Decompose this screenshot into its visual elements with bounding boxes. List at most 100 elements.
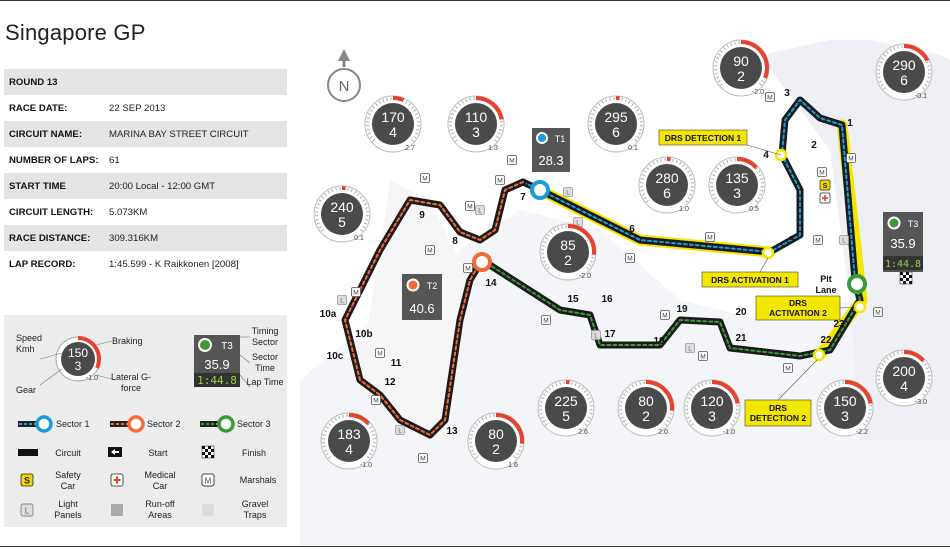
svg-text:S: S	[822, 181, 827, 190]
gauge-gear: 2	[564, 252, 572, 268]
light-panel: L	[337, 295, 347, 305]
finish-flag-map-icon	[899, 271, 913, 285]
svg-text:L: L	[566, 190, 570, 197]
timing-sector-time: 35.9	[204, 357, 229, 372]
svg-text:L: L	[594, 333, 598, 340]
svg-text:M: M	[819, 170, 824, 177]
info-value: 20:00 Local - 12:00 GMT	[109, 180, 216, 192]
svg-text:M: M	[627, 256, 632, 263]
braking-arc	[903, 350, 925, 363]
gauge-dial	[372, 103, 414, 145]
turn-17: 17	[604, 329, 616, 340]
gauge-dial	[625, 387, 667, 429]
marshal-post: M	[507, 155, 517, 165]
gauge-speed: 85	[560, 237, 576, 253]
drs-activation1-label: DRS ACTIVATION 1	[701, 271, 799, 288]
marshal-post: M	[817, 167, 827, 177]
finish-flag-icon	[201, 445, 215, 459]
north-label: N	[339, 78, 350, 95]
info-label: RACE DISTANCE:	[9, 232, 91, 244]
svg-text:M: M	[420, 456, 425, 463]
svg-text:T3: T3	[908, 219, 919, 229]
svg-text:M: M	[467, 204, 472, 211]
svg-text:M: M	[427, 248, 432, 255]
braking-label: Braking	[112, 336, 143, 346]
braking-arc	[392, 95, 405, 103]
gauge-speed: 80	[488, 426, 504, 442]
braking-arc	[495, 412, 525, 444]
gauge-speed: 150	[833, 393, 857, 409]
sector2-key	[110, 415, 145, 433]
lap-record-row: LAP RECORD: 1:45.599 - K Raikkonen [2008…	[4, 251, 287, 277]
marshal-post: M	[495, 175, 505, 185]
drs-activation1-point	[761, 246, 775, 260]
sector2-marker	[472, 252, 492, 272]
light-panel-icon: L	[20, 503, 34, 517]
light-panels-label: Light Panels	[54, 499, 82, 520]
gforce-label: Lateral G-force	[110, 372, 152, 393]
gauge-dial	[321, 193, 363, 235]
braking-arc	[844, 380, 873, 404]
light-panel: L	[475, 205, 485, 215]
gauge-gear: 4	[900, 378, 908, 394]
svg-text:M: M	[785, 366, 790, 373]
gauge-gforce: 0.1	[628, 145, 638, 152]
light-panel: L	[563, 187, 573, 197]
svg-text:M: M	[662, 313, 667, 320]
drs-activation2-label: DRS ACTIVATION 2	[755, 295, 841, 321]
light-panel: L	[685, 343, 695, 353]
braking-arc	[77, 335, 101, 369]
gauge-dial	[595, 103, 637, 145]
gauge-gear: 6	[612, 124, 620, 140]
gauge-speed: 290	[892, 57, 916, 73]
svg-text:M: M	[205, 477, 212, 486]
gauge-gforce: 2.0	[658, 429, 668, 436]
turn-numbers: 1 2 3 4 5 6 7 8 9 10a 10b 10c 11 12 13 1…	[320, 88, 854, 437]
marshal-post: M	[351, 287, 361, 297]
gauge-gear: 3	[75, 359, 82, 373]
gauge-speed: 80	[638, 393, 654, 409]
turn-8: 8	[452, 236, 458, 247]
gauge-dial	[547, 231, 589, 273]
turn-21: 21	[735, 333, 747, 344]
marshal-post: M	[371, 395, 381, 405]
svg-text:L: L	[688, 346, 692, 353]
marshals-label: Marshals	[239, 475, 277, 485]
race-date-row: RACE DATE: 22 SEP 2013	[4, 95, 287, 121]
svg-text:L: L	[25, 507, 30, 516]
turn-16: 16	[601, 294, 613, 305]
speed-gauges: 17042.711031.329560.1902-2.02906-0.12806…	[313, 39, 933, 470]
gauge-gforce: 0.1	[354, 235, 364, 242]
marshal-post: M	[873, 307, 883, 317]
gauge-dial	[328, 420, 370, 462]
svg-text:DETECTION 2: DETECTION 2	[750, 413, 806, 423]
light-panel: L	[573, 217, 583, 227]
gauge-dial	[691, 387, 733, 429]
svg-text:T1: T1	[555, 134, 566, 144]
svg-text:L: L	[478, 208, 482, 215]
turn-2: 2	[811, 140, 817, 151]
svg-text:M: M	[815, 238, 820, 245]
pit-lane-label-line2: Lane	[815, 285, 836, 295]
gauge-gforce: 2.6	[578, 429, 588, 436]
turn-22: 22	[820, 335, 832, 346]
gauge-gear: 3	[733, 185, 741, 201]
svg-text:M: M	[848, 156, 853, 163]
gauge-gforce: -1.0	[86, 375, 98, 382]
timing-lap-time: 1:44.8	[197, 374, 237, 387]
gauge-dial	[716, 164, 758, 206]
sector3-marker	[847, 274, 867, 294]
info-label: START TIME	[9, 180, 66, 192]
gauge-speed: 295	[604, 109, 628, 125]
medical-car-icon	[110, 473, 124, 487]
round-label: ROUND 13	[9, 76, 58, 88]
svg-text:S: S	[24, 476, 30, 486]
speed-kmh-label: Speed Kmh	[16, 333, 43, 354]
turn-10c: 10c	[327, 351, 344, 362]
